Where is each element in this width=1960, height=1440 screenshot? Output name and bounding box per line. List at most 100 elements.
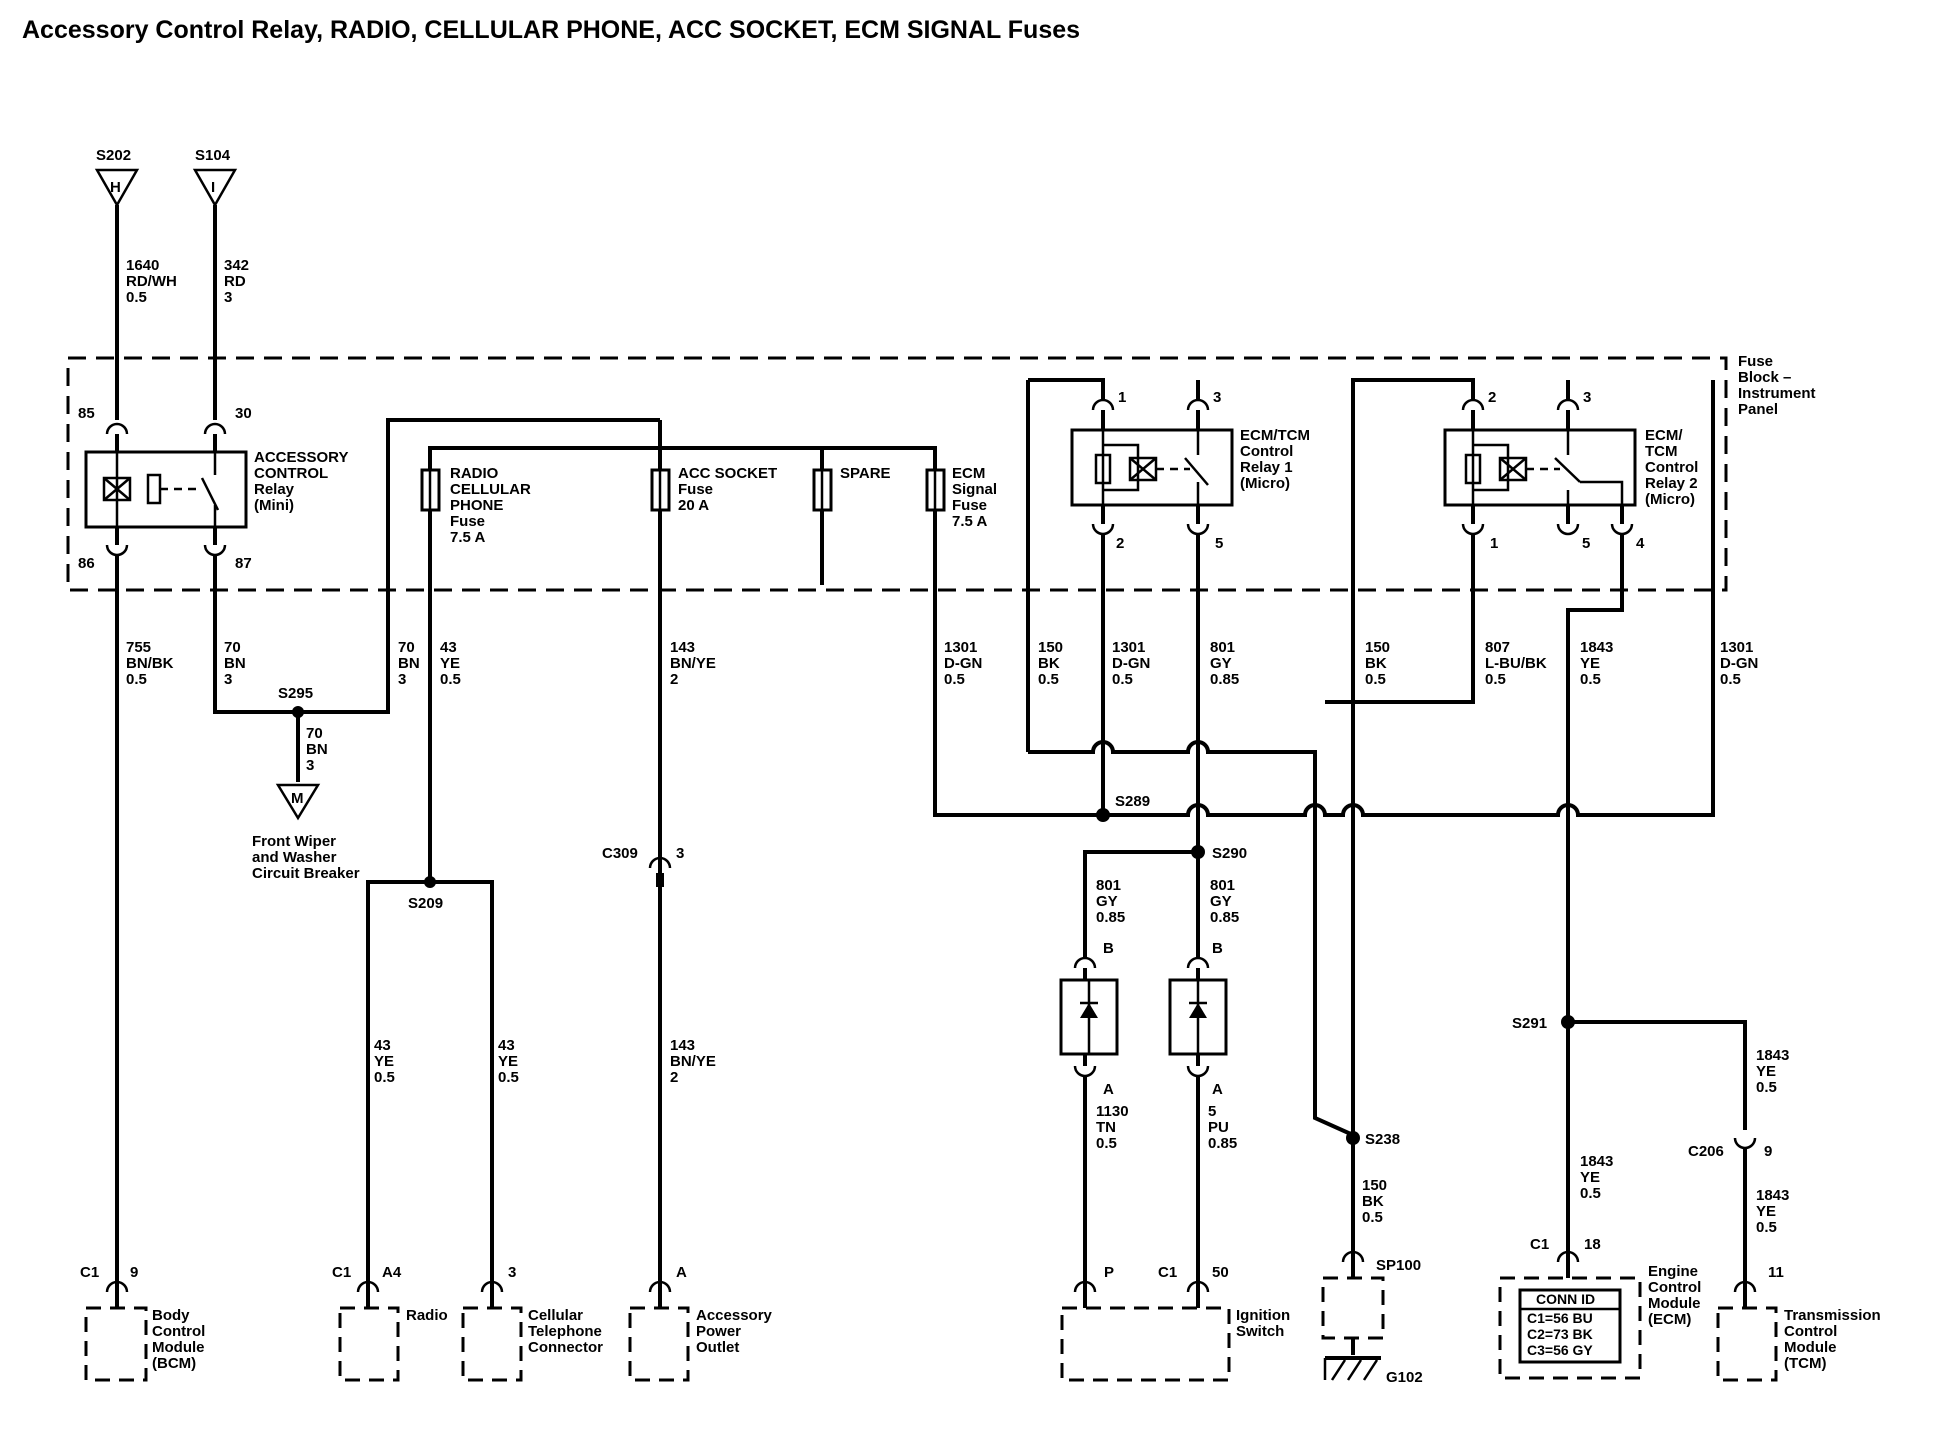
svg-text:Fuse: Fuse [1738, 353, 1773, 370]
svg-text:BN/YE: BN/YE [670, 655, 716, 672]
svg-text:0.5: 0.5 [1485, 671, 1506, 688]
wire-1843-a [1566, 534, 1624, 1262]
svg-text:43: 43 [374, 1037, 391, 1054]
wire-1301-a [933, 510, 1103, 817]
wire-43-branches [366, 880, 494, 1292]
diode1-pina-symbol [1073, 1065, 1097, 1078]
svg-text:1301: 1301 [944, 639, 977, 656]
svg-text:Power: Power [696, 1323, 741, 1340]
svg-text:YE: YE [374, 1053, 394, 1070]
svg-text:0.5: 0.5 [126, 671, 147, 688]
ecm-pin-label: 18 [1584, 1236, 1601, 1253]
diode2-pina-symbol [1186, 1065, 1210, 1078]
svg-text:ECM/: ECM/ [1645, 427, 1683, 444]
wire-70-bn [213, 418, 660, 714]
svg-text:GY: GY [1096, 893, 1118, 910]
splice-s202-letter: H [110, 179, 121, 196]
svg-text:Connector: Connector [528, 1339, 603, 1356]
splice-s238-label: S238 [1365, 1131, 1400, 1148]
svg-text:ACC SOCKET: ACC SOCKET [678, 465, 777, 482]
bcm-pin-symbol [105, 1280, 129, 1293]
svg-text:(Micro): (Micro) [1240, 475, 1290, 492]
relay-switch-icon [200, 477, 220, 511]
relay2-pin1-symbol [1461, 523, 1485, 536]
svg-text:Fuse: Fuse [678, 481, 713, 498]
svg-text:BK: BK [1038, 655, 1060, 672]
svg-text:0.5: 0.5 [1756, 1219, 1777, 1236]
wire-1301-bus [1103, 380, 1715, 817]
diode2-icon [1189, 1003, 1207, 1018]
svg-text:70: 70 [224, 639, 241, 656]
svg-text:150: 150 [1365, 639, 1390, 656]
tcm-pin-symbol [1733, 1280, 1757, 1293]
acc-pin-label: A [676, 1264, 687, 1281]
svg-text:20 A: 20 A [678, 497, 709, 514]
svg-text:1301: 1301 [1112, 639, 1145, 656]
ign-pin-p-label: P [1104, 1264, 1114, 1281]
svg-text:1640: 1640 [126, 257, 159, 274]
pin-87-symbol [203, 544, 227, 557]
pin-85-label: 85 [78, 405, 95, 422]
transmission-control-module [1716, 1306, 1778, 1382]
svg-text:143: 143 [670, 639, 695, 656]
svg-text:755: 755 [126, 639, 151, 656]
g102-label: G102 [1386, 1369, 1423, 1386]
svg-text:Body: Body [152, 1307, 190, 1324]
svg-text:Relay 2: Relay 2 [1645, 475, 1698, 492]
svg-text:BN: BN [306, 741, 328, 758]
connector-c309-symbol [648, 856, 672, 869]
splice-s104-letter: I [211, 179, 215, 196]
svg-text:0.5: 0.5 [1720, 671, 1741, 688]
splice-pack-sp100 [1321, 1276, 1385, 1340]
cell-pin-symbol [480, 1280, 504, 1293]
bcm-connector-label: C1 [80, 1264, 99, 1281]
svg-text:Fuse: Fuse [952, 497, 987, 514]
svg-text:0.5: 0.5 [126, 289, 147, 306]
svg-text:BN/YE: BN/YE [670, 1053, 716, 1070]
connector-c206-symbol [1733, 1137, 1757, 1150]
diode1-icon [1080, 1003, 1098, 1018]
splice-m-symbol [275, 783, 321, 821]
svg-text:0.5: 0.5 [1756, 1079, 1777, 1096]
svg-text:(Micro): (Micro) [1645, 491, 1695, 508]
svg-text:801: 801 [1096, 877, 1121, 894]
splice-s202-symbol [94, 168, 140, 208]
relay1-pin2-label: 2 [1116, 535, 1124, 552]
svg-text:ECM: ECM [952, 465, 985, 482]
ign-pin-50-label: 50 [1212, 1264, 1229, 1281]
splice-s295-label: S295 [278, 685, 313, 702]
pin-85-symbol [105, 422, 129, 435]
svg-text:Relay 1: Relay 1 [1240, 459, 1293, 476]
svg-text:C2=73 BK: C2=73 BK [1527, 1326, 1593, 1342]
splice-s202-label: S202 [96, 147, 131, 164]
diode2-pinb-label: B [1212, 940, 1223, 957]
sp100-pin-symbol [1341, 1250, 1365, 1263]
diode1-pina-label: A [1103, 1081, 1114, 1098]
svg-text:Relay: Relay [254, 481, 295, 498]
svg-text:Fuse: Fuse [450, 513, 485, 530]
svg-text:Outlet: Outlet [696, 1339, 739, 1356]
pin-87-label: 87 [235, 555, 252, 572]
radio-label: Radio [406, 1307, 448, 1324]
pin-86-label: 86 [78, 555, 95, 572]
relay2-pin4-label: 4 [1636, 535, 1645, 552]
svg-text:0.5: 0.5 [1365, 671, 1386, 688]
pin-30-label: 30 [235, 405, 252, 422]
svg-text:1130: 1130 [1096, 1103, 1129, 1120]
svg-text:BK: BK [1362, 1193, 1384, 1210]
sp100-label: SP100 [1376, 1257, 1421, 1274]
splice-s290-dot [1191, 845, 1205, 859]
svg-text:0.5: 0.5 [1038, 671, 1059, 688]
